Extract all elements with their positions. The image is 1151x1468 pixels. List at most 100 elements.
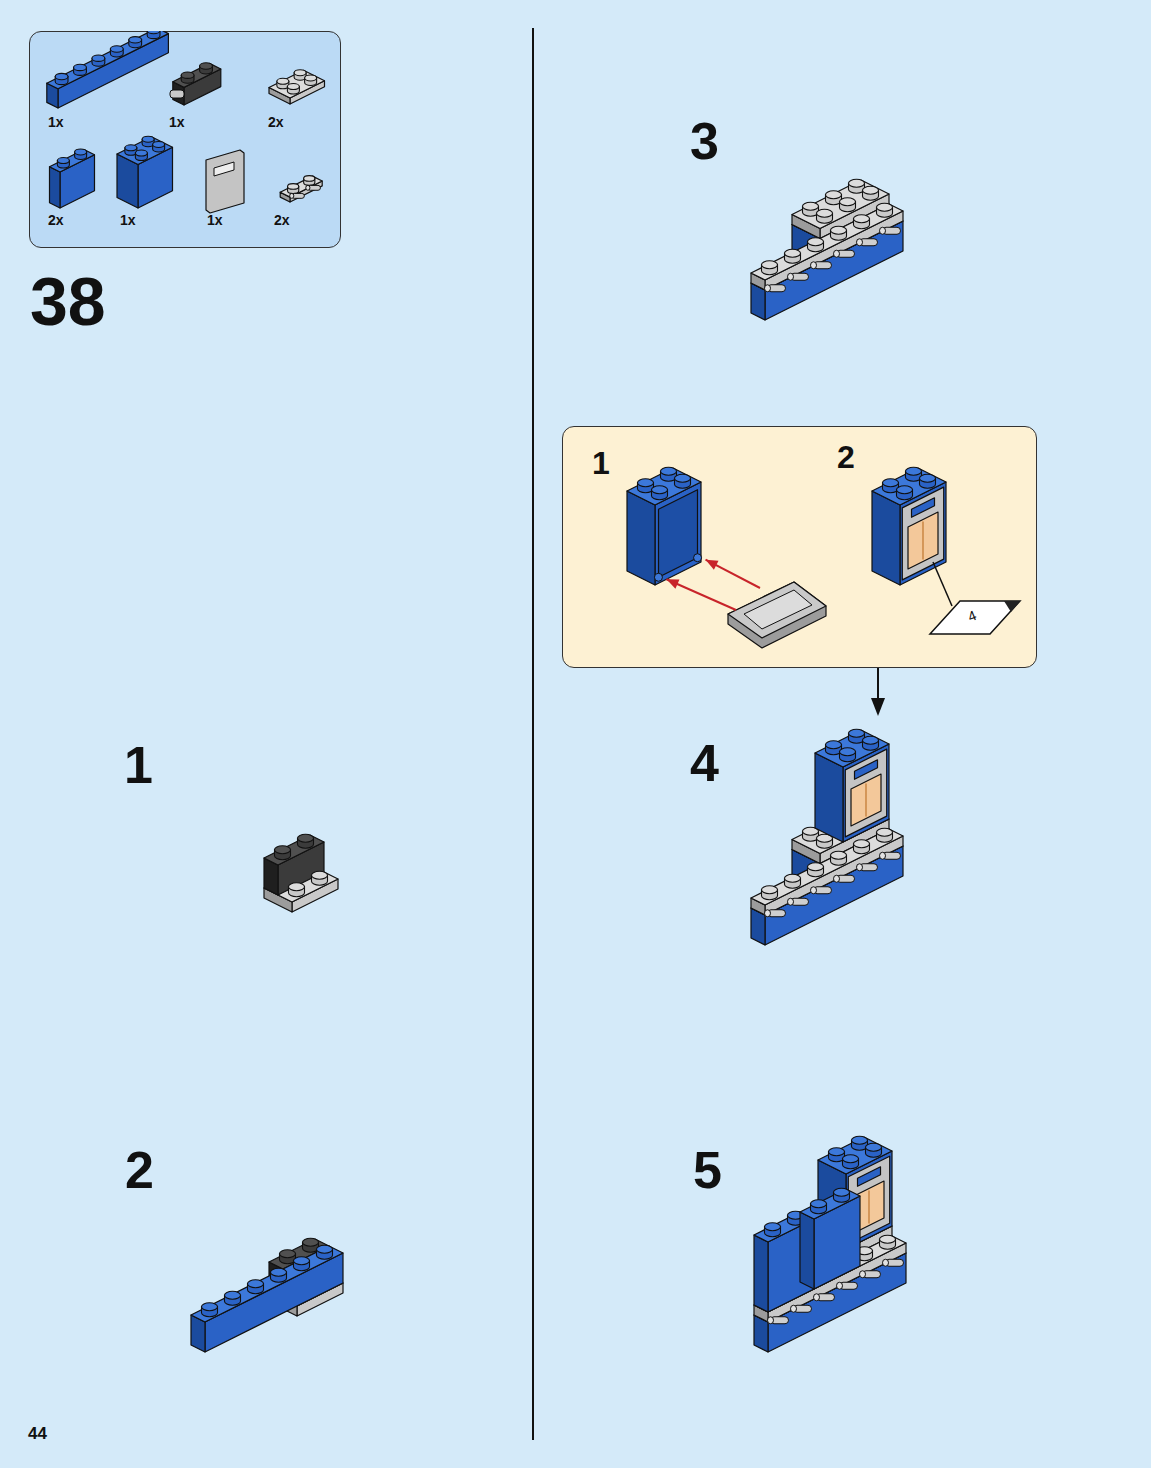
brick-face: [815, 753, 843, 842]
stud-top: [896, 485, 912, 493]
sticker-line: [922, 521, 923, 559]
door: [845, 749, 886, 837]
clip-end: [814, 1294, 820, 1301]
sticker-line: [865, 784, 866, 817]
stud-top: [651, 485, 667, 493]
brick-face: [627, 491, 655, 585]
brick-face: [269, 70, 325, 98]
stud-top: [817, 209, 833, 217]
stud-top: [135, 150, 147, 156]
stud-top: [831, 851, 847, 859]
door-window: [858, 1167, 881, 1187]
door-inner: [744, 590, 812, 629]
build-steps: [191, 179, 906, 1352]
stud-top: [829, 1148, 845, 1156]
stud-top: [808, 238, 824, 246]
stud-top: [110, 45, 123, 51]
arrow-head: [705, 559, 718, 569]
clip-end: [765, 285, 771, 292]
brick-face: [800, 1212, 814, 1289]
stud-top: [303, 1238, 319, 1246]
clip-end: [811, 887, 817, 894]
stud-top: [287, 83, 299, 89]
part-count: 2x: [268, 115, 284, 129]
stud-top: [905, 467, 921, 475]
clip-end: [837, 1282, 843, 1289]
stud-top: [202, 1303, 218, 1311]
sticker-corner: [1004, 601, 1020, 612]
stud-top: [92, 55, 105, 61]
stud-top: [834, 1188, 850, 1196]
stud-top: [866, 1143, 882, 1151]
brick-face: [754, 1235, 768, 1312]
stud-top: [660, 467, 676, 475]
part-count: 1x: [169, 115, 185, 129]
stud-top: [298, 834, 314, 842]
brick-face: [872, 491, 900, 585]
stud-top: [919, 474, 935, 482]
callout-arrow: [877, 668, 879, 700]
stud-top: [843, 1155, 859, 1163]
brick-face: [58, 33, 168, 107]
stud-top: [152, 141, 164, 147]
stud-top: [225, 1291, 241, 1299]
stud-top: [854, 840, 870, 848]
stud-top: [294, 1257, 310, 1265]
clip-end: [880, 227, 886, 234]
part-count: 1x: [120, 213, 136, 227]
door-part: [206, 150, 244, 213]
page-number: 44: [28, 1425, 47, 1442]
callout-number: 2: [837, 441, 855, 473]
stud-top: [147, 31, 160, 34]
clip-end: [883, 1259, 889, 1266]
stud-top: [275, 846, 291, 854]
stud-top: [55, 73, 68, 79]
sub-step-number: 5: [693, 1144, 722, 1196]
hinge-pin: [693, 553, 701, 561]
brick-face: [205, 1253, 343, 1352]
stud-top: [289, 883, 305, 891]
stud-top: [877, 828, 893, 836]
stud-top: [803, 202, 819, 210]
clip-end: [834, 875, 840, 882]
stud-top: [57, 157, 69, 163]
door-window: [214, 162, 234, 176]
stud-top: [287, 183, 298, 189]
parts-list-box: 1x1x2x2x1x1x2x: [29, 31, 341, 248]
stud-top: [880, 1235, 896, 1243]
sticker: [851, 774, 881, 826]
stud-top: [854, 215, 870, 223]
stud-top: [271, 1268, 287, 1276]
leader-line: [933, 562, 952, 606]
opening: [658, 489, 697, 577]
clip-end: [860, 1271, 866, 1278]
stud-top: [280, 1250, 296, 1258]
brick-face: [172, 63, 220, 87]
stud-top: [199, 62, 212, 68]
stud-top: [73, 64, 86, 70]
clip-end: [791, 1305, 797, 1312]
clip: [170, 90, 184, 98]
brick-face: [751, 204, 903, 280]
clip-end: [811, 262, 817, 269]
stud-top: [840, 748, 856, 756]
stud-top: [765, 1223, 781, 1231]
clip-end: [765, 910, 771, 917]
stud-top: [762, 886, 778, 894]
stud-top: [785, 249, 801, 257]
brick-face: [765, 211, 903, 290]
sticker: [908, 512, 938, 569]
part-count: 1x: [207, 213, 223, 227]
stud-top: [304, 74, 316, 80]
stud-top: [181, 72, 194, 78]
stud-top: [124, 144, 136, 150]
sub-step-number: 1: [124, 739, 153, 791]
stud-top: [877, 203, 893, 211]
sub-step-number: 4: [690, 737, 719, 789]
door-window: [911, 497, 934, 517]
part-count: 2x: [48, 213, 64, 227]
stud-top: [128, 36, 141, 42]
brick-face: [49, 166, 60, 207]
stud-top: [811, 1200, 827, 1208]
